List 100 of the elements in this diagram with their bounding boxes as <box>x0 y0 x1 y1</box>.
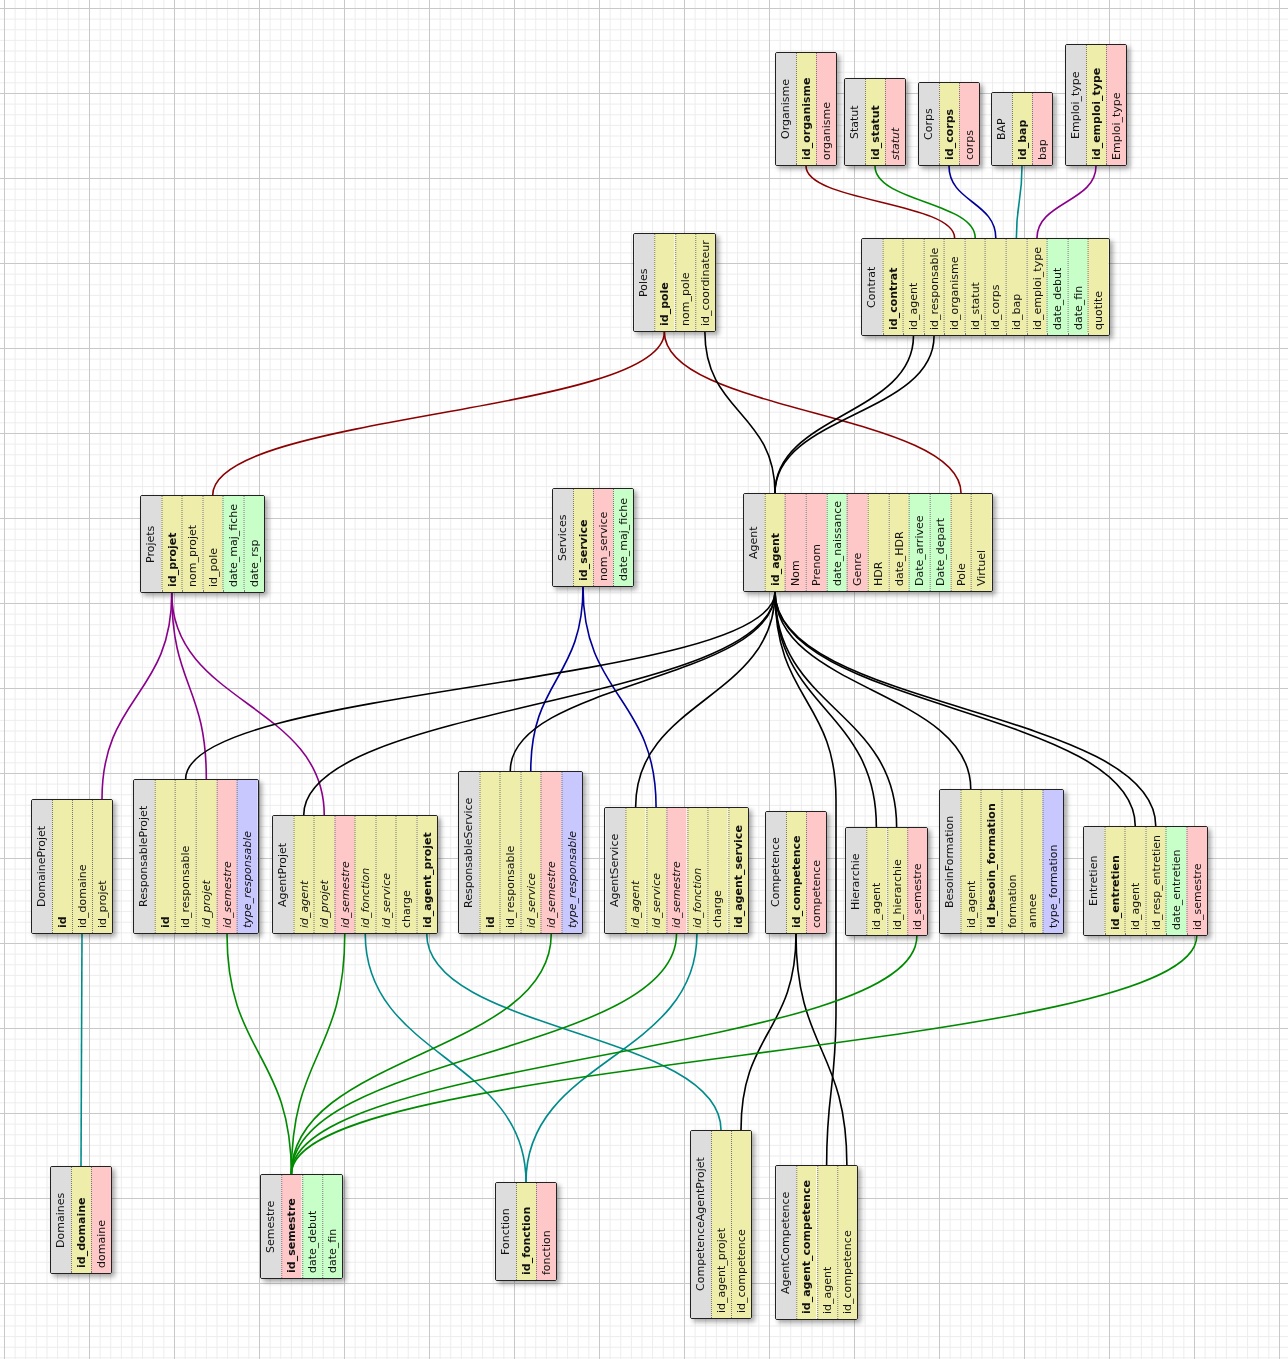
table-box <box>845 827 928 936</box>
table-box <box>272 815 438 934</box>
column-name: id_corps <box>985 239 1007 335</box>
column-name: id_service <box>645 808 667 933</box>
column-name: id_responsable <box>923 239 945 335</box>
relation-line <box>425 933 722 1131</box>
table-box <box>861 238 1110 336</box>
table-box <box>552 488 634 587</box>
column-name: date_debut <box>1047 239 1068 335</box>
table-name: Emploi_type <box>1066 45 1086 165</box>
relation-line <box>582 586 657 808</box>
table-box <box>31 799 113 934</box>
column-name: id_agent <box>625 808 646 933</box>
column-name: quotite <box>1088 239 1109 335</box>
column-name: id_semestre <box>906 828 927 935</box>
column-name: type_responsable <box>237 780 258 933</box>
table-box <box>604 807 749 934</box>
column-name: id_service <box>520 772 541 933</box>
column-name: id_competence <box>731 1131 751 1318</box>
relation-line <box>226 933 293 1175</box>
column-name: id <box>52 800 72 933</box>
table-box <box>50 1166 112 1274</box>
column-name: Emploi_type <box>1106 45 1126 165</box>
column-name: id_agent <box>293 816 314 933</box>
column-name: id_organisme <box>944 239 965 335</box>
column-name: id_domaine <box>72 800 92 933</box>
table-box <box>1083 826 1208 936</box>
column-name: competence <box>806 812 826 933</box>
column-name: id_agent <box>1125 827 1146 935</box>
column-name: id_entretien <box>1104 827 1125 935</box>
column-name: id_agent <box>903 239 924 335</box>
column-name: type_responsable <box>561 772 582 933</box>
table-box <box>495 1182 557 1281</box>
table-name: Organisme <box>776 53 796 165</box>
column-name: id_competence <box>786 812 806 933</box>
column-name: charge <box>396 816 417 933</box>
table-box <box>133 779 259 934</box>
table-box <box>775 1165 858 1320</box>
column-name: date_rsp <box>243 496 264 592</box>
column-name: date_fin <box>321 1175 342 1278</box>
column-name: corps <box>959 83 979 165</box>
column-name: id_agent <box>764 494 786 591</box>
table-name: Fonction <box>496 1183 516 1280</box>
table-name: Agent <box>744 494 765 591</box>
table-name: AgentService <box>605 808 626 933</box>
column-name: id_service <box>375 816 396 933</box>
column-name: Date_depart <box>929 494 951 591</box>
table-name: CompetenceAgentProjet <box>691 1131 711 1318</box>
relation-line <box>663 331 962 494</box>
column-name: id_coordinateur <box>694 234 715 331</box>
column-name: id_pole <box>202 496 223 592</box>
column-name: Nom <box>785 494 806 591</box>
column-name: id_agent_projet <box>416 816 437 933</box>
column-name: nom_pole <box>674 234 695 331</box>
table-box <box>743 493 993 592</box>
table-box <box>939 789 1064 934</box>
column-name: id_semestre <box>216 780 238 933</box>
column-name: date_debut <box>301 1175 322 1278</box>
column-name: id_emploi_type <box>1086 45 1106 165</box>
column-name: Date_arrivee <box>909 494 930 591</box>
column-name: id_statut <box>964 239 986 335</box>
column-name: id_corps <box>939 83 959 165</box>
column-name: type_formation <box>1042 790 1063 933</box>
table-name: Competence <box>766 812 786 933</box>
column-name: statut <box>885 79 905 165</box>
column-name: id <box>479 772 500 933</box>
column-name: id_fonction <box>516 1183 536 1280</box>
column-name: id_agent_service <box>727 808 748 933</box>
column-name: charge <box>707 808 728 933</box>
column-name: organisme <box>816 53 836 165</box>
column-name: id_domaine <box>71 1167 91 1273</box>
table-box <box>918 82 980 166</box>
table-name: BesoinFormation <box>940 790 961 933</box>
table-name: Projets <box>141 496 162 592</box>
column-name: Genre <box>847 494 868 591</box>
table-name: Semestre <box>261 1175 282 1278</box>
column-name: id_semestre <box>334 816 355 933</box>
column-name: id_besoin_formation <box>981 790 1002 933</box>
column-name: id_semestre <box>1186 827 1207 935</box>
table-box <box>775 52 837 166</box>
column-name: id_semestre <box>541 772 562 933</box>
column-name: id_bap <box>1006 239 1027 335</box>
relation-line <box>525 933 698 1183</box>
relation-line <box>211 331 666 496</box>
column-name: annee <box>1022 790 1043 933</box>
column-name: bap <box>1032 93 1052 165</box>
table-name: BAP <box>992 93 1012 165</box>
table-name: Corps <box>919 83 939 165</box>
table-name: ResponsableService <box>459 772 480 933</box>
column-name: id_agent_competence <box>796 1166 817 1319</box>
column-name: HDR <box>867 494 889 591</box>
column-name: id_fonction <box>686 808 708 933</box>
column-name: id_projet <box>314 816 335 933</box>
column-name: id_semestre <box>281 1175 302 1278</box>
column-name: nom_service <box>593 489 613 586</box>
table-box <box>690 1130 752 1319</box>
column-name: id <box>154 780 176 933</box>
column-name: id_responsable <box>175 780 196 933</box>
table-name: AgentProjet <box>273 816 294 933</box>
column-name: date_maj_fiche <box>223 496 244 592</box>
